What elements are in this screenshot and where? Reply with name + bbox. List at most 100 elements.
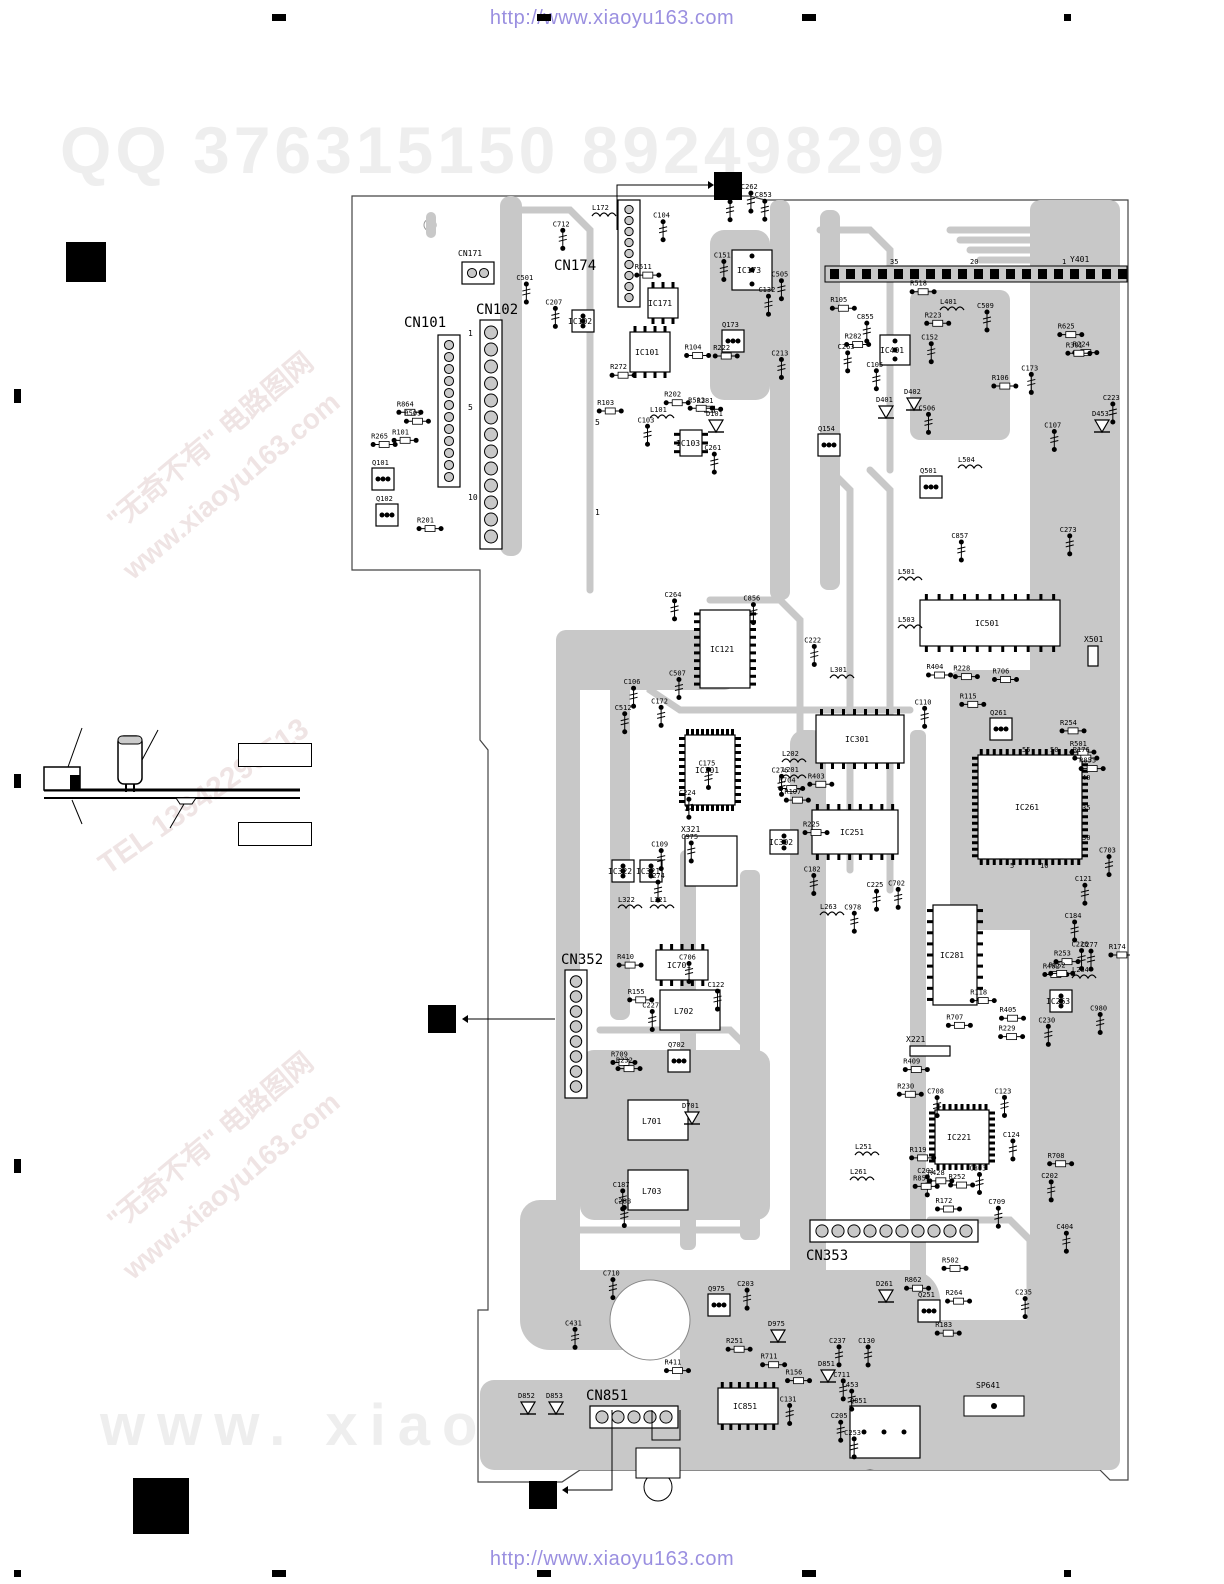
ref-label: C230 bbox=[1038, 1016, 1055, 1024]
ref-label: D975 bbox=[768, 1320, 785, 1328]
ref-label: C173 bbox=[1021, 364, 1038, 372]
ref-label: C106 bbox=[624, 678, 641, 686]
capacitor-c709 bbox=[994, 1205, 1003, 1229]
capacitor-c855 bbox=[862, 320, 871, 344]
capacitor-c222 bbox=[810, 643, 819, 667]
ic-ic263 bbox=[1049, 989, 1073, 1013]
transistor-q261 bbox=[989, 717, 1013, 741]
ref-label: C237 bbox=[829, 1337, 846, 1345]
inductor-l401 bbox=[939, 306, 965, 312]
ref-label: C706 bbox=[679, 954, 696, 962]
capacitor-c230 bbox=[1044, 1023, 1053, 1047]
ref-label: C853 bbox=[755, 191, 772, 199]
ref-label: IC173 bbox=[737, 266, 761, 275]
ref-label: C708 bbox=[927, 1088, 944, 1096]
capacitor-c226 bbox=[1077, 948, 1086, 972]
ref-label: R301 bbox=[1066, 341, 1083, 349]
resistor-r223 bbox=[924, 319, 952, 327]
capacitor-c105 bbox=[872, 368, 881, 392]
ref-label: C703 bbox=[1099, 847, 1116, 855]
ref-label: R104 bbox=[685, 343, 702, 351]
ref-label: R502 bbox=[942, 1256, 959, 1264]
ref-label: C222 bbox=[804, 636, 821, 644]
ref-label: 10 bbox=[1040, 862, 1048, 870]
resistor-r410 bbox=[616, 961, 644, 969]
footer-url[interactable]: http://www.xiaoyu163.com bbox=[489, 1548, 735, 1570]
diode-d261 bbox=[877, 1289, 895, 1304]
ref-label: C107 bbox=[1044, 421, 1061, 429]
ref-label: C121 bbox=[1075, 875, 1092, 883]
capacitor-c182 bbox=[809, 872, 818, 896]
ref-label: R202 bbox=[664, 391, 681, 399]
ref-label: L202 bbox=[782, 750, 799, 758]
ref-label: 40 bbox=[1082, 774, 1090, 782]
transistor-q851 bbox=[849, 1405, 921, 1459]
resistor-r409 bbox=[902, 1066, 930, 1073]
ref-label: R409 bbox=[903, 1058, 920, 1066]
inductor-l101 bbox=[649, 414, 675, 420]
inductor-l251 bbox=[854, 1151, 880, 1157]
resistor-r853 bbox=[1078, 765, 1106, 772]
capacitor-c109 bbox=[657, 848, 666, 872]
header-url[interactable]: http://www.xiaoyu163.com bbox=[489, 7, 735, 29]
resistor-r501 bbox=[1069, 748, 1097, 756]
ref-label: R862 bbox=[905, 1276, 922, 1284]
ref-label: R272 bbox=[610, 363, 627, 371]
ref-label: R107 bbox=[784, 788, 801, 796]
capacitor-c152 bbox=[927, 341, 936, 365]
registration-mark bbox=[272, 1570, 286, 1577]
ic-ic261 bbox=[972, 749, 1088, 865]
capacitor-c175 bbox=[704, 766, 713, 790]
capacitor-c205 bbox=[836, 1419, 845, 1443]
resistor-r225 bbox=[802, 829, 830, 836]
ref-label: Q501 bbox=[920, 467, 937, 475]
inductor-l504 bbox=[957, 464, 983, 470]
ref-label: C202 bbox=[1041, 1172, 1058, 1180]
ref-label: R253 bbox=[1054, 950, 1071, 958]
capacitor-c130 bbox=[863, 1344, 873, 1368]
capacitor-c202 bbox=[1047, 1179, 1056, 1203]
ref-label: C261 bbox=[704, 444, 721, 452]
capacitor-c857 bbox=[957, 539, 966, 563]
ref-label: C856 bbox=[743, 595, 760, 603]
mounting-side-view bbox=[43, 727, 300, 829]
resistor-r625 bbox=[1057, 331, 1085, 339]
ref-label: CN102 bbox=[476, 302, 518, 318]
diode-d852 bbox=[519, 1401, 537, 1416]
ref-label: R709 bbox=[611, 1050, 628, 1058]
inductor-l701 bbox=[627, 1099, 689, 1141]
resistor-r101 bbox=[391, 436, 419, 444]
copper-trace bbox=[518, 206, 594, 594]
ref-label: C130 bbox=[858, 1337, 875, 1345]
ref-label: C264 bbox=[665, 591, 682, 599]
capacitor-c123 bbox=[1000, 1094, 1009, 1118]
ref-label: C152 bbox=[921, 334, 938, 342]
ref-label: R411 bbox=[664, 1359, 681, 1367]
ref-label: R501 bbox=[1070, 740, 1087, 748]
ref-label: R155 bbox=[628, 988, 645, 996]
inductor-l501 bbox=[897, 576, 923, 582]
ref-label: IC261 bbox=[1015, 803, 1039, 812]
resistor-r301 bbox=[1065, 349, 1093, 357]
connector-cn174 bbox=[617, 199, 641, 308]
ref-label: 20 bbox=[970, 258, 978, 266]
ref-label: C110 bbox=[915, 698, 932, 706]
registration-mark bbox=[1064, 14, 1071, 21]
ref-label: C207 bbox=[545, 298, 562, 306]
ref-label: R405 bbox=[1000, 1006, 1017, 1014]
ic-ic173 bbox=[731, 249, 773, 291]
ref-label: C226 bbox=[1072, 941, 1089, 949]
resistor-r272 bbox=[609, 371, 637, 379]
ref-label: 50 bbox=[1050, 746, 1058, 754]
ref-label: R864 bbox=[397, 400, 414, 408]
ref-label: C512 bbox=[615, 704, 632, 712]
capacitor-c237 bbox=[834, 1344, 844, 1368]
transistor-q154 bbox=[817, 433, 841, 457]
capacitor-c703 bbox=[1104, 854, 1114, 878]
ref-label: C506 bbox=[918, 404, 935, 412]
ref-label: C203 bbox=[737, 1280, 754, 1288]
ref-label: C273 bbox=[1060, 526, 1077, 534]
ref-label: Q173 bbox=[722, 321, 739, 329]
ref-label: L201 bbox=[782, 766, 799, 774]
